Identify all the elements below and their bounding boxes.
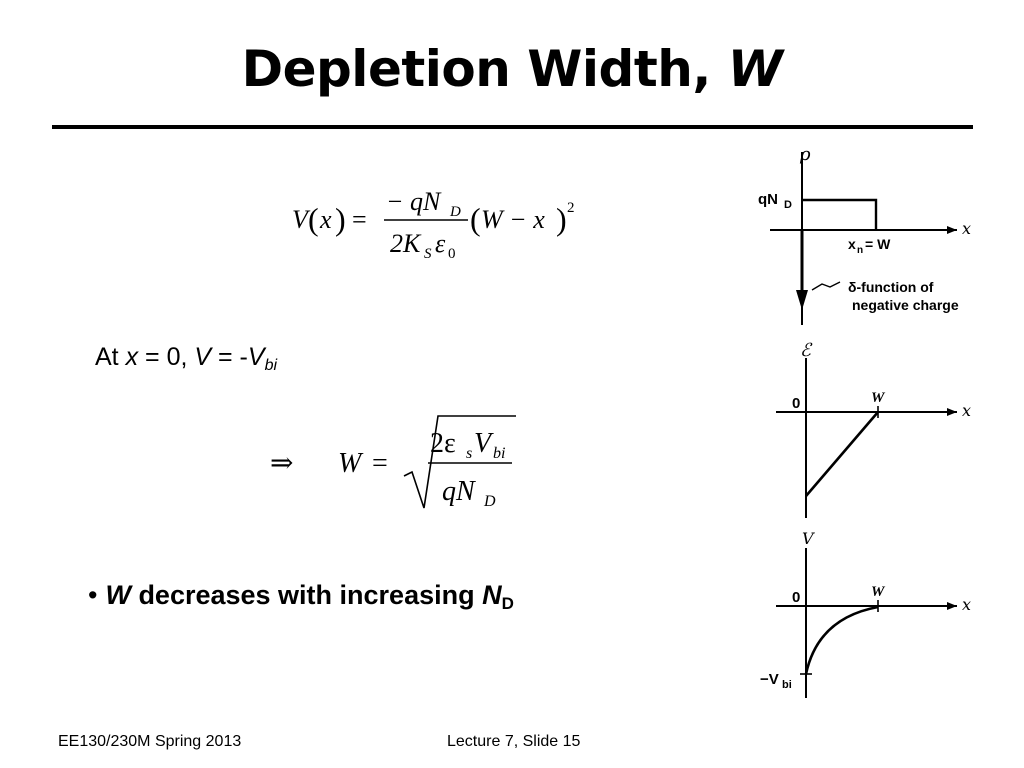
- condition-x: x: [125, 343, 139, 371]
- title-variable: W: [727, 40, 783, 98]
- implies-symbol: ⇒: [270, 446, 293, 479]
- potential-curve: [804, 605, 879, 675]
- title-text: Depletion Width,: [241, 40, 728, 98]
- eq2-numerator-s: s: [466, 445, 472, 462]
- rho-xn-sub: n: [857, 245, 863, 256]
- eq2-numerator-bi: bi: [493, 445, 505, 462]
- potential-svg: V x 0 W −V bi: [760, 529, 971, 698]
- field-line: [805, 411, 879, 497]
- eq2-w: W: [338, 448, 364, 479]
- eq1-equals: =: [352, 205, 367, 234]
- footer-course: EE130/230M Spring 2013: [58, 733, 242, 750]
- bullet-symbol: •: [88, 580, 98, 610]
- rho-xn-label: x: [848, 236, 856, 252]
- field-w-label: W: [871, 390, 886, 406]
- eq1-lhs-x: x: [319, 205, 332, 234]
- eq1-paren-open: (: [308, 201, 319, 237]
- rho-delta-arrow: [796, 290, 808, 310]
- field-x-label: x: [962, 401, 971, 420]
- bullet-text: decreases with increasing: [130, 580, 483, 610]
- potential-equation: V ( x ) = − qN D 2K S ε 0 ( W − x ) 2: [290, 180, 590, 285]
- eq1-exponent: 2: [567, 200, 575, 216]
- eq1-numerator-sub: D: [449, 204, 461, 220]
- eq1-rhs-paren-close: ): [556, 201, 567, 237]
- condition-mid1: = 0,: [138, 343, 195, 371]
- condition-mid2: = -: [211, 343, 248, 371]
- field-axis-label: ℰ: [800, 340, 813, 361]
- charge-density-svg: ρ x qN D x n = W δ-function of negative …: [758, 144, 971, 325]
- rho-xn-eq: = W: [865, 236, 891, 252]
- potential-equation-svg: V ( x ) = − qN D 2K S ε 0 ( W − x ) 2: [292, 187, 575, 262]
- eq1-denominator: 2K: [390, 229, 422, 258]
- eq1-rhs-paren-open: (: [470, 201, 481, 237]
- eq2-equals: =: [372, 448, 388, 479]
- charge-density-plot: ρ x qN D x n = W δ-function of negative …: [752, 140, 982, 335]
- potential-x-label: x: [962, 595, 971, 614]
- rho-step: [802, 198, 878, 230]
- bullet-point: •W decreases with increasing ND: [88, 580, 514, 614]
- field-zero-label: 0: [792, 395, 800, 412]
- electric-field-svg: ℰ x 0 W: [776, 340, 971, 518]
- boundary-condition: At x = 0, V = -Vbi: [95, 343, 277, 375]
- eq1-numerator: − qN: [386, 187, 442, 216]
- rho-axis-label: ρ: [799, 144, 811, 165]
- bullet-w: W: [105, 580, 131, 610]
- bullet-sub: D: [501, 594, 514, 613]
- potential-plot: V x 0 W −V bi: [752, 529, 982, 705]
- bullet-n: N: [482, 580, 502, 610]
- potential-x-arrow: [947, 602, 957, 610]
- eq1-lhs-v: V: [292, 205, 311, 234]
- rho-level-label: qN: [758, 191, 778, 208]
- potential-vbi-sub: bi: [782, 679, 792, 691]
- condition-vbi: V: [247, 343, 265, 371]
- condition-prefix: At: [95, 343, 126, 371]
- rho-x-arrow: [947, 226, 957, 234]
- eq1-epsilon-sub: 0: [448, 246, 456, 262]
- rho-x-label: x: [962, 219, 971, 238]
- eq1-denominator-sub: S: [424, 246, 432, 262]
- eq2-denominator-sub: D: [483, 493, 496, 510]
- width-equation: ⇒ W = 2ε s V bi qN D: [268, 410, 528, 525]
- eq2-numerator: 2ε: [430, 428, 456, 459]
- rho-level-sub: D: [784, 199, 792, 211]
- potential-zero-label: 0: [792, 589, 800, 606]
- field-x-arrow: [947, 408, 957, 416]
- slide-title: Depletion Width, W: [0, 40, 1024, 98]
- potential-axis-label: V: [802, 529, 815, 548]
- title-divider: [52, 125, 973, 129]
- condition-bi: bi: [264, 357, 278, 374]
- condition-v: V: [194, 343, 212, 371]
- potential-vbi-label: −V: [760, 671, 779, 688]
- rho-note-pointer: [811, 281, 841, 291]
- eq2-denominator: qN: [442, 476, 476, 507]
- width-equation-svg: ⇒ W = 2ε s V bi qN D: [270, 415, 516, 510]
- footer-slide-number: Lecture 7, Slide 15: [447, 733, 581, 750]
- electric-field-plot: ℰ x 0 W: [752, 338, 982, 533]
- potential-w-label: W: [871, 584, 886, 600]
- rho-note-line1: δ-function of: [848, 279, 934, 295]
- sqrt-radical: [403, 415, 516, 509]
- eq1-rhs: W − x: [481, 205, 545, 234]
- eq2-numerator-v: V: [474, 428, 494, 459]
- eq1-paren-close: ): [335, 201, 346, 237]
- rho-note-line2: negative charge: [852, 297, 959, 313]
- eq1-epsilon: ε: [435, 229, 446, 258]
